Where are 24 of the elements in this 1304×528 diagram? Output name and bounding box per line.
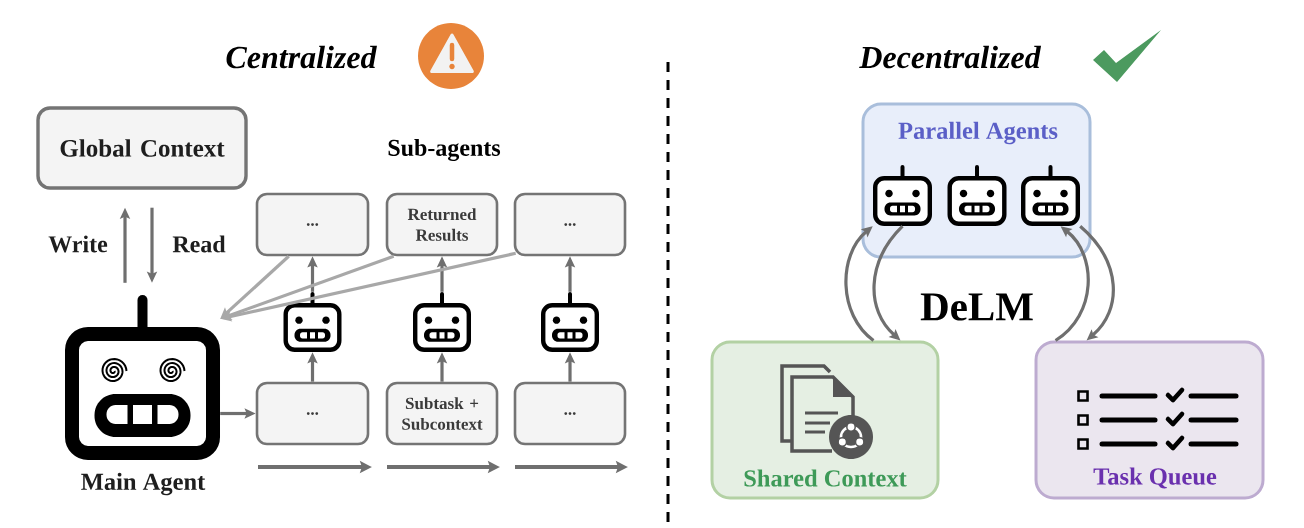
center-label: DeLM	[920, 293, 1033, 321]
edge-label: Read	[171, 234, 227, 254]
arrow	[844, 226, 875, 342]
process-box: ...	[513, 381, 627, 446]
section-heading: Centralized	[226, 45, 377, 69]
process-box: ...	[255, 381, 370, 446]
process-box: Subtask + Subcontext	[385, 381, 499, 446]
robot-icon	[283, 292, 342, 352]
robot-icon	[1021, 165, 1080, 226]
robot-icon	[873, 165, 932, 226]
robot-icon	[413, 292, 471, 352]
context-panel: Shared Context	[710, 340, 940, 500]
process-box: ...	[513, 192, 627, 257]
section-heading: Decentralized	[859, 45, 1042, 69]
process-box: ...	[255, 192, 370, 257]
context-box: Global Context	[36, 106, 248, 190]
arrow	[1054, 226, 1090, 342]
queue-panel: Task Queue	[1034, 340, 1265, 500]
node-caption: Main Agent	[81, 472, 206, 496]
robot-icon	[947, 165, 1007, 226]
group-heading: Sub-agents	[388, 139, 501, 161]
robot-icon	[541, 292, 599, 352]
process-box: Returned Results	[385, 192, 499, 257]
edge-label: Write	[47, 234, 109, 254]
